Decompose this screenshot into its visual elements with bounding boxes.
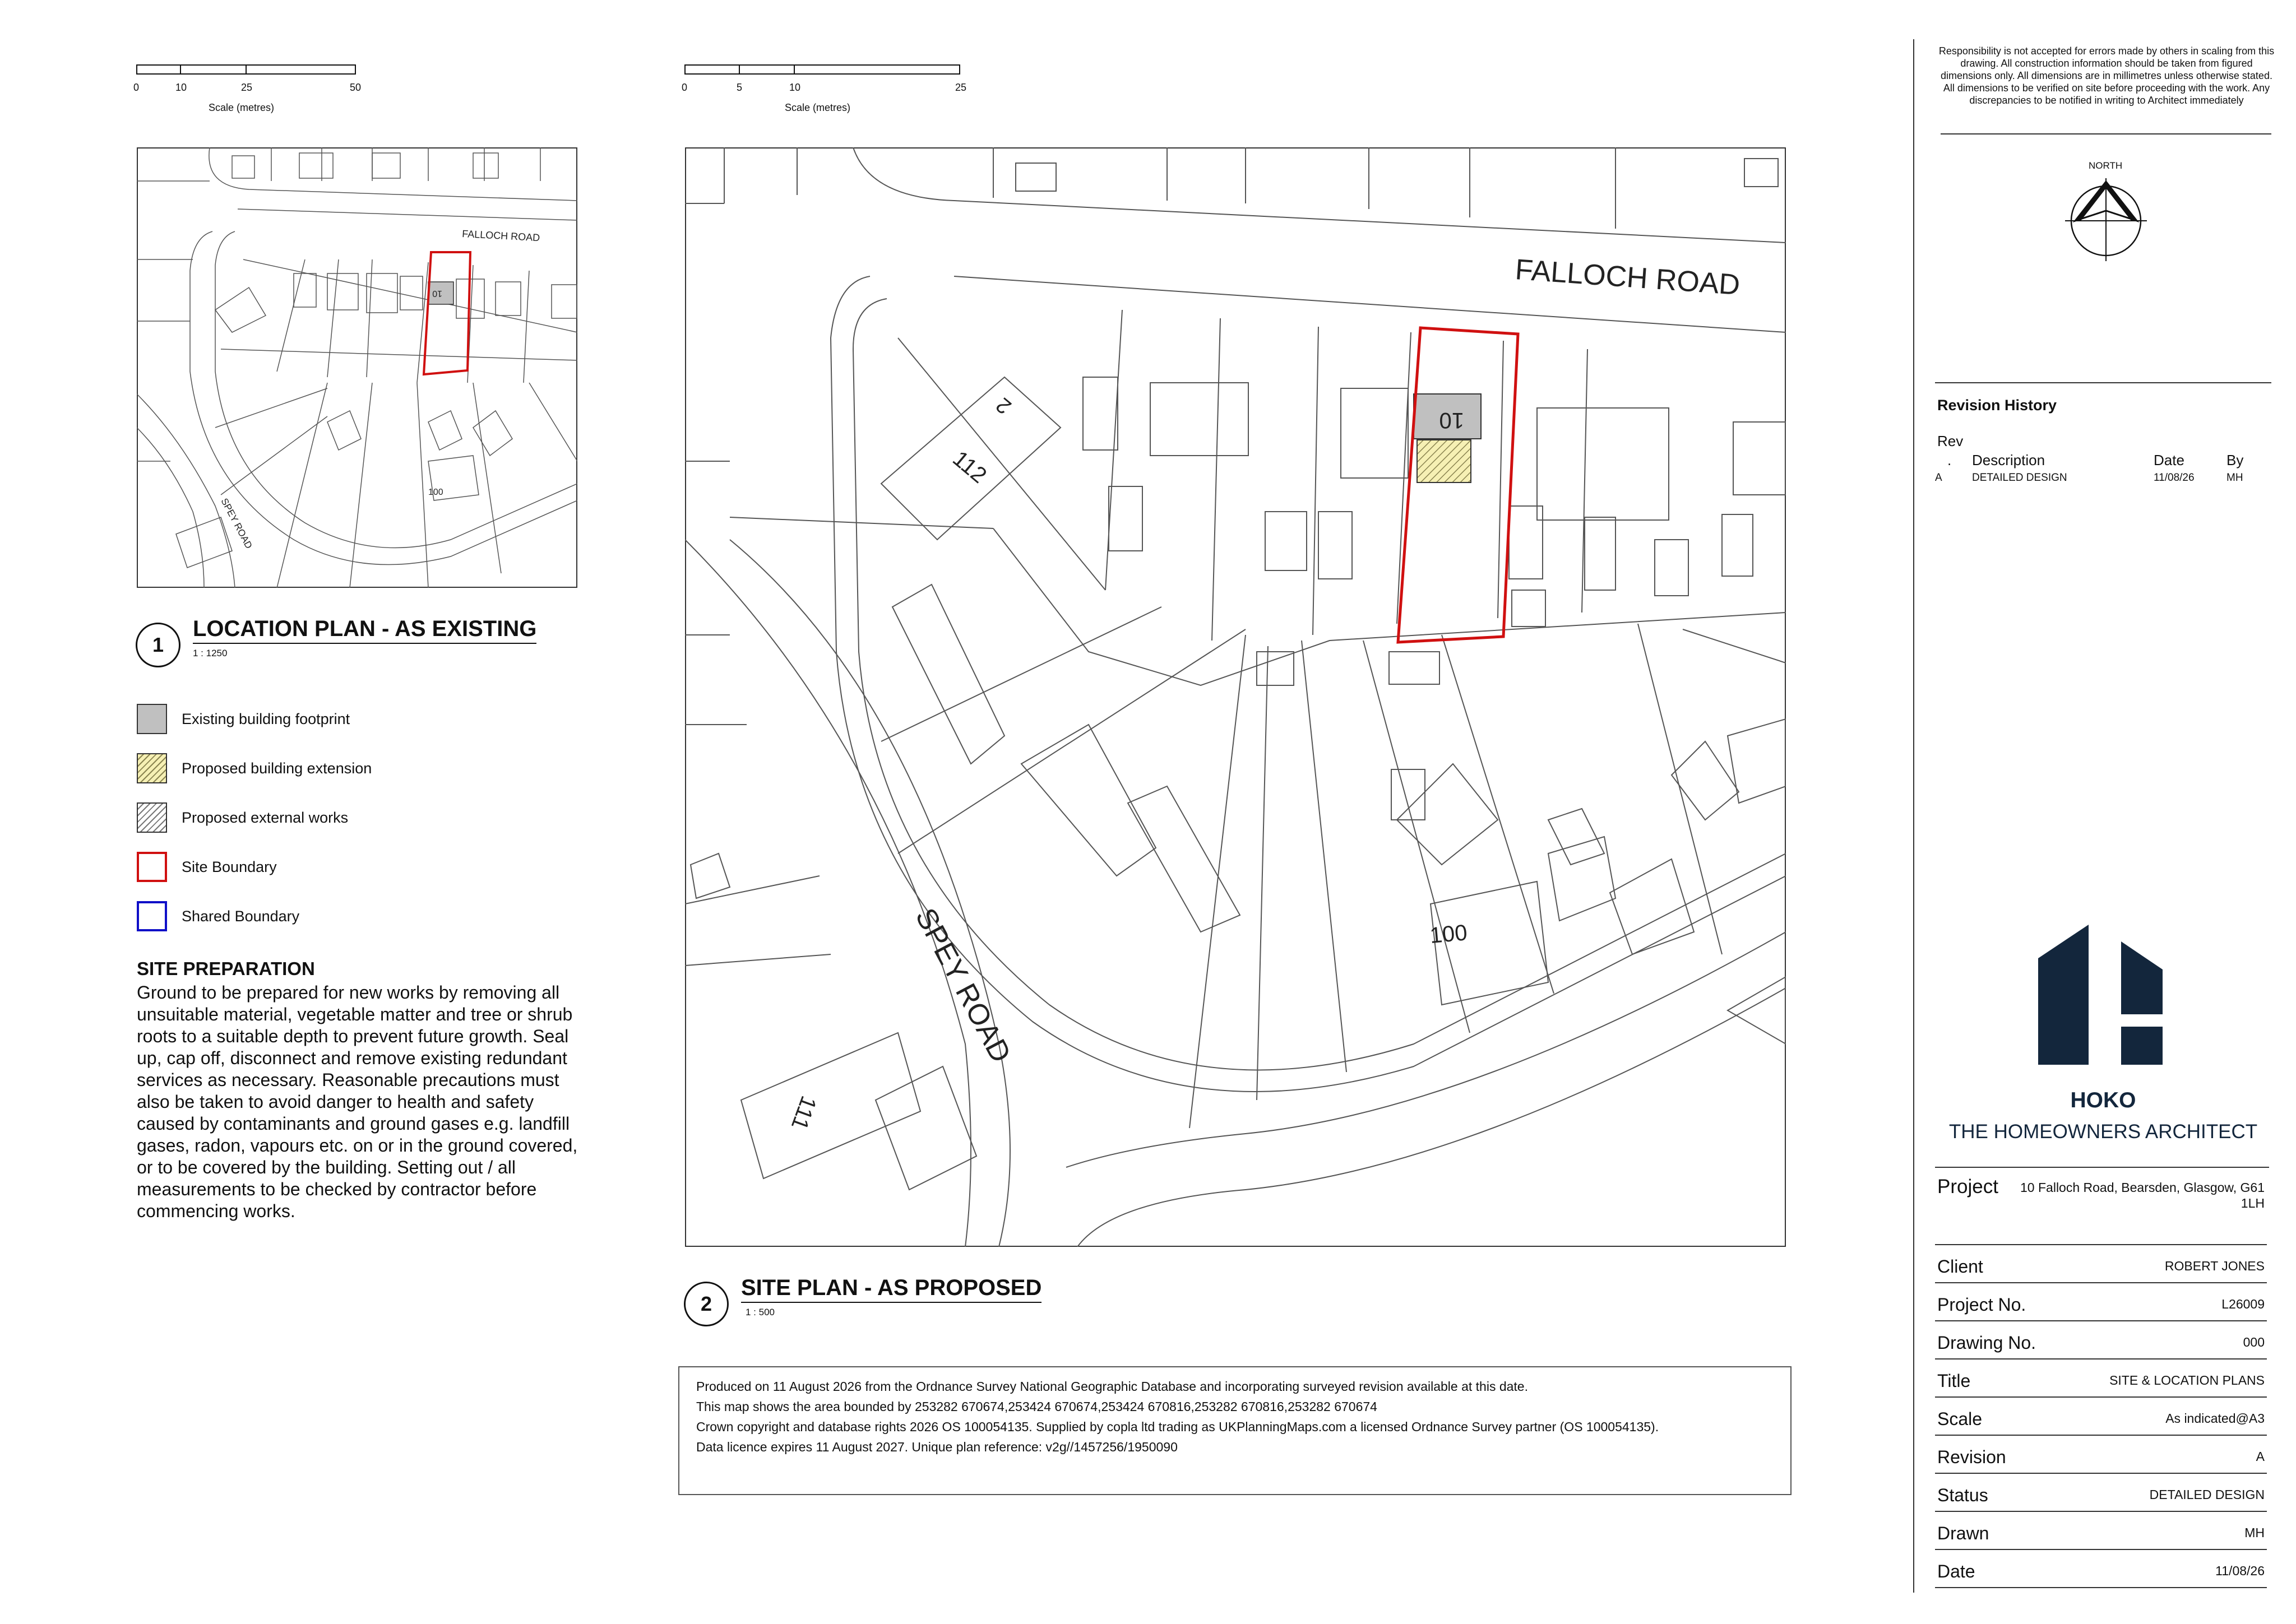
legend-swatch-site-boundary <box>137 852 167 882</box>
brand-name: HOKO <box>2070 1088 2136 1112</box>
title-block-divider <box>1913 39 1914 1593</box>
title-block-top-rule <box>1935 1167 2269 1168</box>
revision-row-desc: DETAILED DESIGN <box>1972 472 2067 484</box>
scale-tick: 0 <box>682 82 688 93</box>
os-copyright-notice: Produced on 11 August 2026 from the Ordn… <box>678 1366 1792 1495</box>
scale-tick: 0 <box>133 82 140 93</box>
legend-label: Shared Boundary <box>182 908 300 925</box>
view-number-badge: 1 <box>136 623 180 667</box>
date-row: Date 11/08/26 <box>1935 1549 2267 1588</box>
legend-label: Site Boundary <box>182 859 277 875</box>
revision-history-heading: Revision History <box>1937 397 2057 414</box>
revision-col-rev-dot: . <box>1947 452 1952 468</box>
field-value: 000 <box>2243 1335 2265 1349</box>
site-preparation-body: Ground to be prepared for new works by r… <box>137 982 578 1221</box>
project-address-line1: 10 Falloch Road, Bearsden, Glasgow, G61 <box>2020 1180 2265 1195</box>
map-house-label: 10 <box>1439 408 1465 433</box>
project-address-line2: 1LH <box>2241 1196 2265 1210</box>
legend-swatch-external-works <box>137 802 167 833</box>
field-value: DETAILED DESIGN <box>2149 1487 2265 1502</box>
field-value: A <box>2256 1449 2265 1464</box>
north-arrow-icon <box>2065 178 2147 261</box>
site-plan-map: FALLOCH ROAD SPEY ROAD 10 2 112 100 111 <box>685 147 1786 1247</box>
map-house-label: 100 <box>428 488 443 497</box>
revision-row-by: MH <box>2226 472 2243 484</box>
project-key: Project <box>1937 1176 1998 1198</box>
revision-col-date: Date <box>2154 452 2184 468</box>
field-key: Drawn <box>1937 1523 1989 1543</box>
field-value: L26009 <box>2221 1297 2265 1311</box>
field-value: ROBERT JONES <box>2164 1259 2265 1273</box>
scale-tick: 5 <box>737 82 743 93</box>
field-key: Date <box>1937 1561 1975 1581</box>
field-value: SITE & LOCATION PLANS <box>2109 1373 2265 1388</box>
field-key: Status <box>1937 1485 1988 1505</box>
scale-tick: 10 <box>175 82 187 93</box>
field-key: Revision <box>1937 1447 2006 1467</box>
north-label: NORTH <box>2089 160 2123 171</box>
site-preparation-note: SITE PREPARATION Ground to be prepared f… <box>137 958 580 1222</box>
project-row: Project 10 Falloch Road, Bearsden, Glasg… <box>1935 1168 2267 1245</box>
field-value: As indicated@A3 <box>2165 1411 2265 1426</box>
legend-swatch-shared-boundary <box>137 901 167 931</box>
view-title: SITE PLAN - AS PROPOSED <box>741 1275 1042 1303</box>
field-key: Scale <box>1937 1409 1983 1429</box>
field-key: Client <box>1937 1256 1983 1277</box>
revision-row-date: 11/08/26 <box>2154 472 2195 484</box>
drawing-no-row: Drawing No. 000 <box>1935 1320 2267 1359</box>
site-preparation-heading: SITE PREPARATION <box>137 958 315 979</box>
legend-label: Proposed external works <box>182 809 349 826</box>
os-notice-line: Crown copyright and database rights 2026… <box>696 1419 1659 1434</box>
map-house-label: 100 <box>1429 920 1468 948</box>
legend-swatch-existing <box>137 704 167 734</box>
legend-label: Existing building footprint <box>182 711 350 727</box>
field-value: 11/08/26 <box>2215 1563 2265 1578</box>
view-scale: 1 : 1250 <box>193 648 228 658</box>
drawn-row: Drawn MH <box>1935 1511 2267 1550</box>
field-key: Drawing No. <box>1937 1333 2036 1353</box>
scale-tick: 25 <box>955 82 967 93</box>
scale-tick: 10 <box>789 82 801 93</box>
revision-row: Revision A <box>1935 1435 2267 1474</box>
view-title: LOCATION PLAN - AS EXISTING <box>193 616 537 644</box>
legend-label: Proposed building extension <box>182 760 372 777</box>
revision-col-by: By <box>2226 452 2244 468</box>
project-no-row: Project No. L26009 <box>1935 1282 2267 1321</box>
legend-swatch-extension <box>137 753 167 783</box>
site-scale-graphic <box>684 64 960 75</box>
map-house-label: 10 <box>432 289 442 298</box>
location-scale-graphic <box>136 64 356 75</box>
os-notice-line: Data licence expires 11 August 2027. Uni… <box>696 1440 1178 1454</box>
revision-col-rev: Rev <box>1937 433 1964 449</box>
field-key: Title <box>1937 1371 1971 1391</box>
view-scale: 1 : 500 <box>746 1307 775 1317</box>
title-row: Title SITE & LOCATION PLANS <box>1935 1358 2267 1398</box>
view-number-badge: 2 <box>684 1282 729 1326</box>
revision-col-description: Description <box>1972 452 2045 468</box>
hoko-logo-icon <box>2038 925 2163 1065</box>
disclaimer-divider <box>1941 133 2271 134</box>
field-value: MH <box>2244 1525 2265 1540</box>
north-divider <box>1935 382 2271 383</box>
os-notice-line: Produced on 11 August 2026 from the Ordn… <box>696 1379 1528 1394</box>
location-plan-map: FALLOCH ROAD 10 SPEY ROAD 100 <box>137 147 577 588</box>
client-row: Client ROBERT JONES <box>1935 1244 2267 1283</box>
scale-label: Scale (metres) <box>785 102 851 113</box>
scale-tick: 25 <box>241 82 253 93</box>
scale-tick: 50 <box>350 82 362 93</box>
revision-row-rev: A <box>1935 472 1942 484</box>
disclaimer-text: Responsibility is not accepted for error… <box>1938 45 2275 106</box>
os-notice-line: This map shows the area bounded by 25328… <box>696 1399 1377 1414</box>
field-key: Project No. <box>1937 1294 2026 1315</box>
scale-row: Scale As indicated@A3 <box>1935 1396 2267 1436</box>
status-row: Status DETAILED DESIGN <box>1935 1473 2267 1512</box>
scale-label: Scale (metres) <box>209 102 275 113</box>
brand-tagline: THE HOMEOWNERS ARCHITECT <box>1948 1121 2258 1143</box>
